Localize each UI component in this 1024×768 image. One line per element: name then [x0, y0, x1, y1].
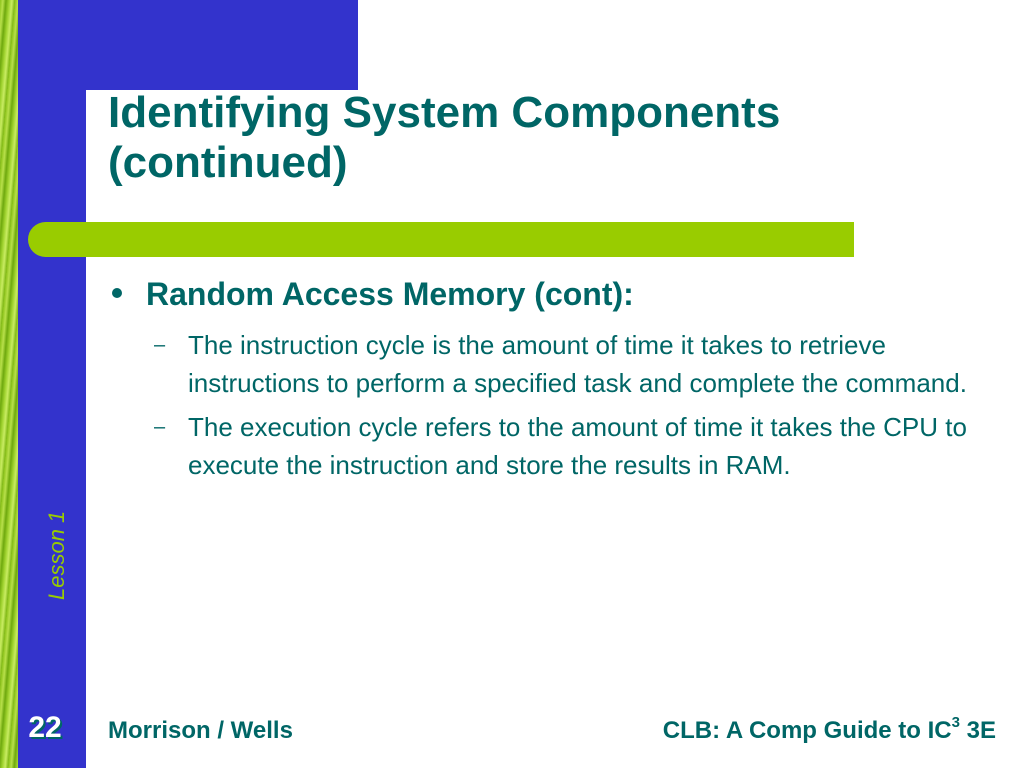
bullet-text: Random Access Memory (cont):: [146, 276, 634, 312]
slide-title-line-1: Identifying System Components: [108, 88, 781, 137]
blue-top-band: [18, 0, 358, 90]
footer-superscript: 3: [951, 714, 960, 731]
page-number: 22: [28, 711, 62, 744]
footer-authors: Morrison / Wells: [108, 717, 293, 744]
slide-content: Random Access Memory (cont): – The instr…: [108, 274, 988, 484]
sub-bullet-item: – The instruction cycle is the amount of…: [154, 326, 988, 402]
bullet-dot-icon: [112, 288, 122, 298]
lesson-label: Lesson 1: [44, 510, 69, 600]
footer-book-title-text: CLB: A Comp Guide to IC: [662, 717, 952, 744]
sub-bullet-text: The instruction cycle is the amount of t…: [188, 330, 967, 398]
footer-book-title: CLB: A Comp Guide to IC3 3E: [662, 714, 996, 746]
blue-side-band: [18, 0, 86, 768]
slide-title: Identifying System Components (continued…: [108, 88, 988, 188]
green-divider-bar: [28, 222, 854, 257]
title-panel: [86, 90, 386, 230]
slide-title-line-2: (continued): [108, 138, 348, 187]
dash-icon: –: [154, 416, 166, 438]
dash-icon: –: [154, 334, 166, 356]
footer-edition: 3E: [959, 717, 996, 744]
sub-bullet-item: – The execution cycle refers to the amou…: [154, 408, 988, 484]
sub-bullet-text: The execution cycle refers to the amount…: [188, 412, 967, 480]
bullet-item: Random Access Memory (cont):: [108, 274, 988, 314]
